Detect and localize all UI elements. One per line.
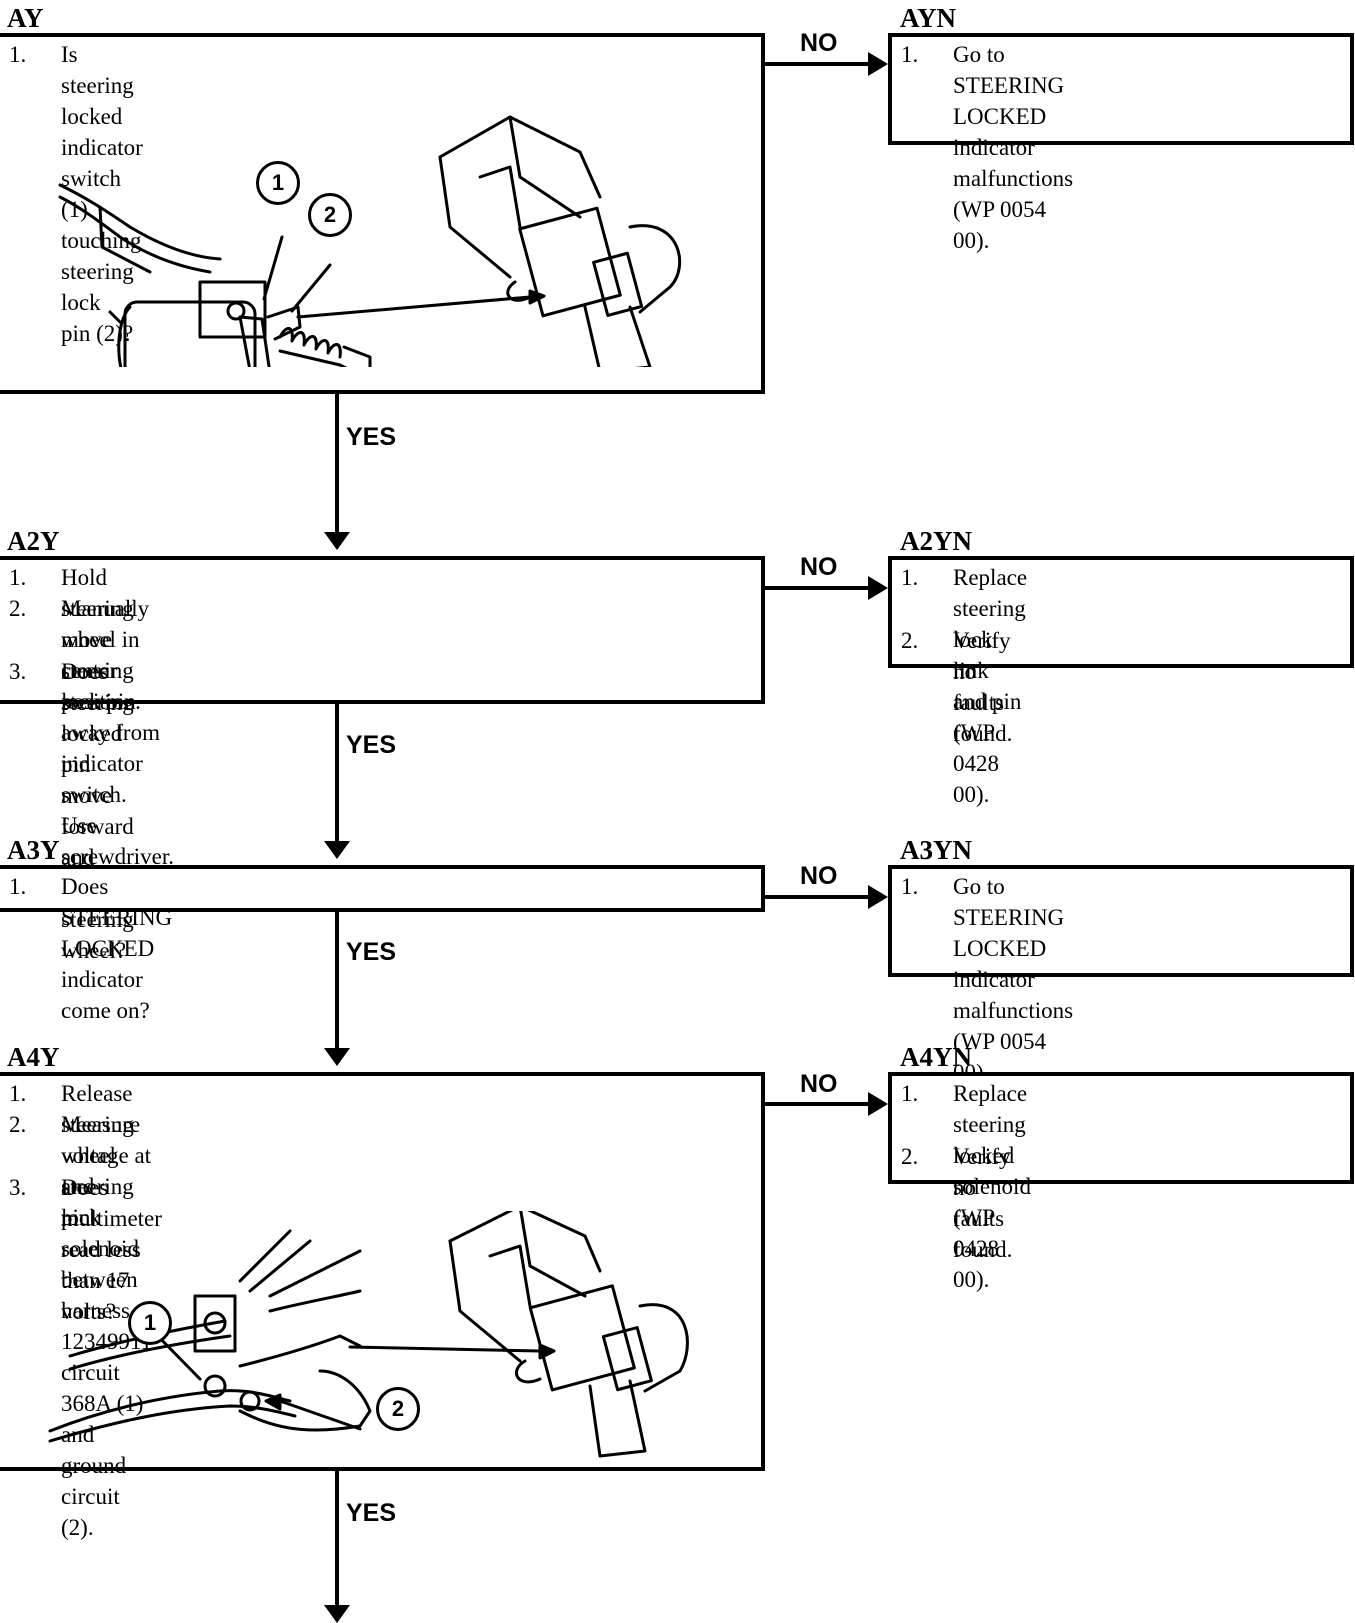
- no-label-ay: NO: [800, 29, 838, 57]
- item-text: Is steering locked indicator switch (1) …: [61, 42, 143, 346]
- item-text: Verify no faults found.: [953, 628, 1013, 746]
- step-box-a3y: 1. Does STEERING LOCKED indicator come o…: [0, 865, 765, 1023]
- item-text: Manually move steering lock pin away fro…: [61, 596, 175, 869]
- item-number: 1.: [9, 874, 27, 899]
- item-text: Does STEERING LOCKED indicator come on?: [61, 874, 173, 1023]
- item-number: 3.: [9, 1175, 27, 1200]
- step-box-ayn: 1. Go to STEERING LOCKED indicator malfu…: [888, 33, 1354, 253]
- item-text: Replace steering locked solenoid (WP 042…: [953, 1081, 1031, 1292]
- step-label-ay: AY: [7, 3, 44, 33]
- callout-1: 1: [256, 161, 300, 205]
- step-label-a2y: A2Y: [7, 526, 60, 556]
- step-label-a3y: A3Y: [7, 835, 60, 865]
- step-box-a4yn: 1. Replace steering locked solenoid (WP …: [888, 1072, 1354, 1292]
- step-label-a4y: A4Y: [7, 1042, 60, 1072]
- step-box-a4y: 1. Release steering wheel and pin. 2. Me…: [0, 1072, 765, 1540]
- item-number: 2.: [9, 596, 27, 621]
- no-connector-a3y-a3yn: [763, 885, 888, 909]
- yes-connector-ay-a2y: [324, 392, 350, 550]
- yes-label-a3y: YES: [346, 938, 397, 966]
- item-text: Verify no faults found.: [953, 1144, 1013, 1262]
- item-number: 1.: [901, 565, 919, 590]
- item-number: 2.: [901, 1144, 919, 1169]
- item-number: 3.: [9, 659, 27, 684]
- item-number: 1.: [901, 42, 919, 67]
- step-box-a2yn: 1. Replace steering lock link and pin (W…: [888, 556, 1354, 807]
- yes-label-ay: YES: [346, 423, 397, 451]
- step-label-a3yn: A3YN: [900, 835, 972, 865]
- step-box-a3yn: 1. Go to STEERING LOCKED indicator malfu…: [888, 865, 1354, 1085]
- item-number: 1.: [901, 874, 919, 899]
- item-text: Release steering wheel and pin.: [61, 1081, 134, 1230]
- yes-connector-a2y-a3y: [324, 702, 350, 859]
- step-label-a4yn: A4YN: [900, 1042, 972, 1072]
- yes-connector-a3y-a4y: [324, 910, 350, 1066]
- item-number: 1.: [9, 565, 27, 590]
- yes-label-a4y: YES: [346, 1499, 397, 1527]
- item-text: Measure voltage at steering lock solenoi…: [61, 1112, 153, 1540]
- item-number: 2.: [901, 628, 919, 653]
- item-text: Go to STEERING LOCKED indicator malfunct…: [953, 42, 1074, 253]
- item-number: 1.: [9, 1081, 27, 1106]
- item-number: 1.: [9, 42, 27, 67]
- solenoid-harness-illustration: [48, 1211, 689, 1458]
- item-text: Does multimeter read less than 17 volts?: [61, 1175, 162, 1324]
- step-box-ay: 1. Is steering locked indicator switch (…: [0, 33, 765, 394]
- yes-label-a2y: YES: [346, 731, 397, 759]
- item-text: Hold steering wheel in center position.: [61, 565, 141, 714]
- no-connector-a4y-a4yn: [763, 1092, 888, 1116]
- item-number: 1.: [901, 1081, 919, 1106]
- step-box-a2y: 1. Hold steering wheel in center positio…: [0, 556, 765, 963]
- step-label-a2yn: A2YN: [900, 526, 972, 556]
- callout-2: 2: [376, 1387, 420, 1431]
- no-connector-a2y-a2yn: [763, 576, 888, 600]
- no-label-a2y: NO: [800, 553, 838, 581]
- yes-connector-a4y-next: [324, 1469, 350, 1623]
- no-label-a4y: NO: [800, 1070, 838, 1098]
- step-label-ayn: AYN: [900, 3, 957, 33]
- callout-2: 2: [308, 193, 352, 237]
- no-label-a3y: NO: [800, 862, 838, 890]
- callout-1: 1: [128, 1301, 172, 1345]
- item-number: 2.: [9, 1112, 27, 1137]
- no-connector-ay-ayn: [763, 52, 888, 76]
- steering-lock-illustration: [58, 115, 682, 367]
- item-text: Replace steering lock link and pin (WP 0…: [953, 565, 1028, 807]
